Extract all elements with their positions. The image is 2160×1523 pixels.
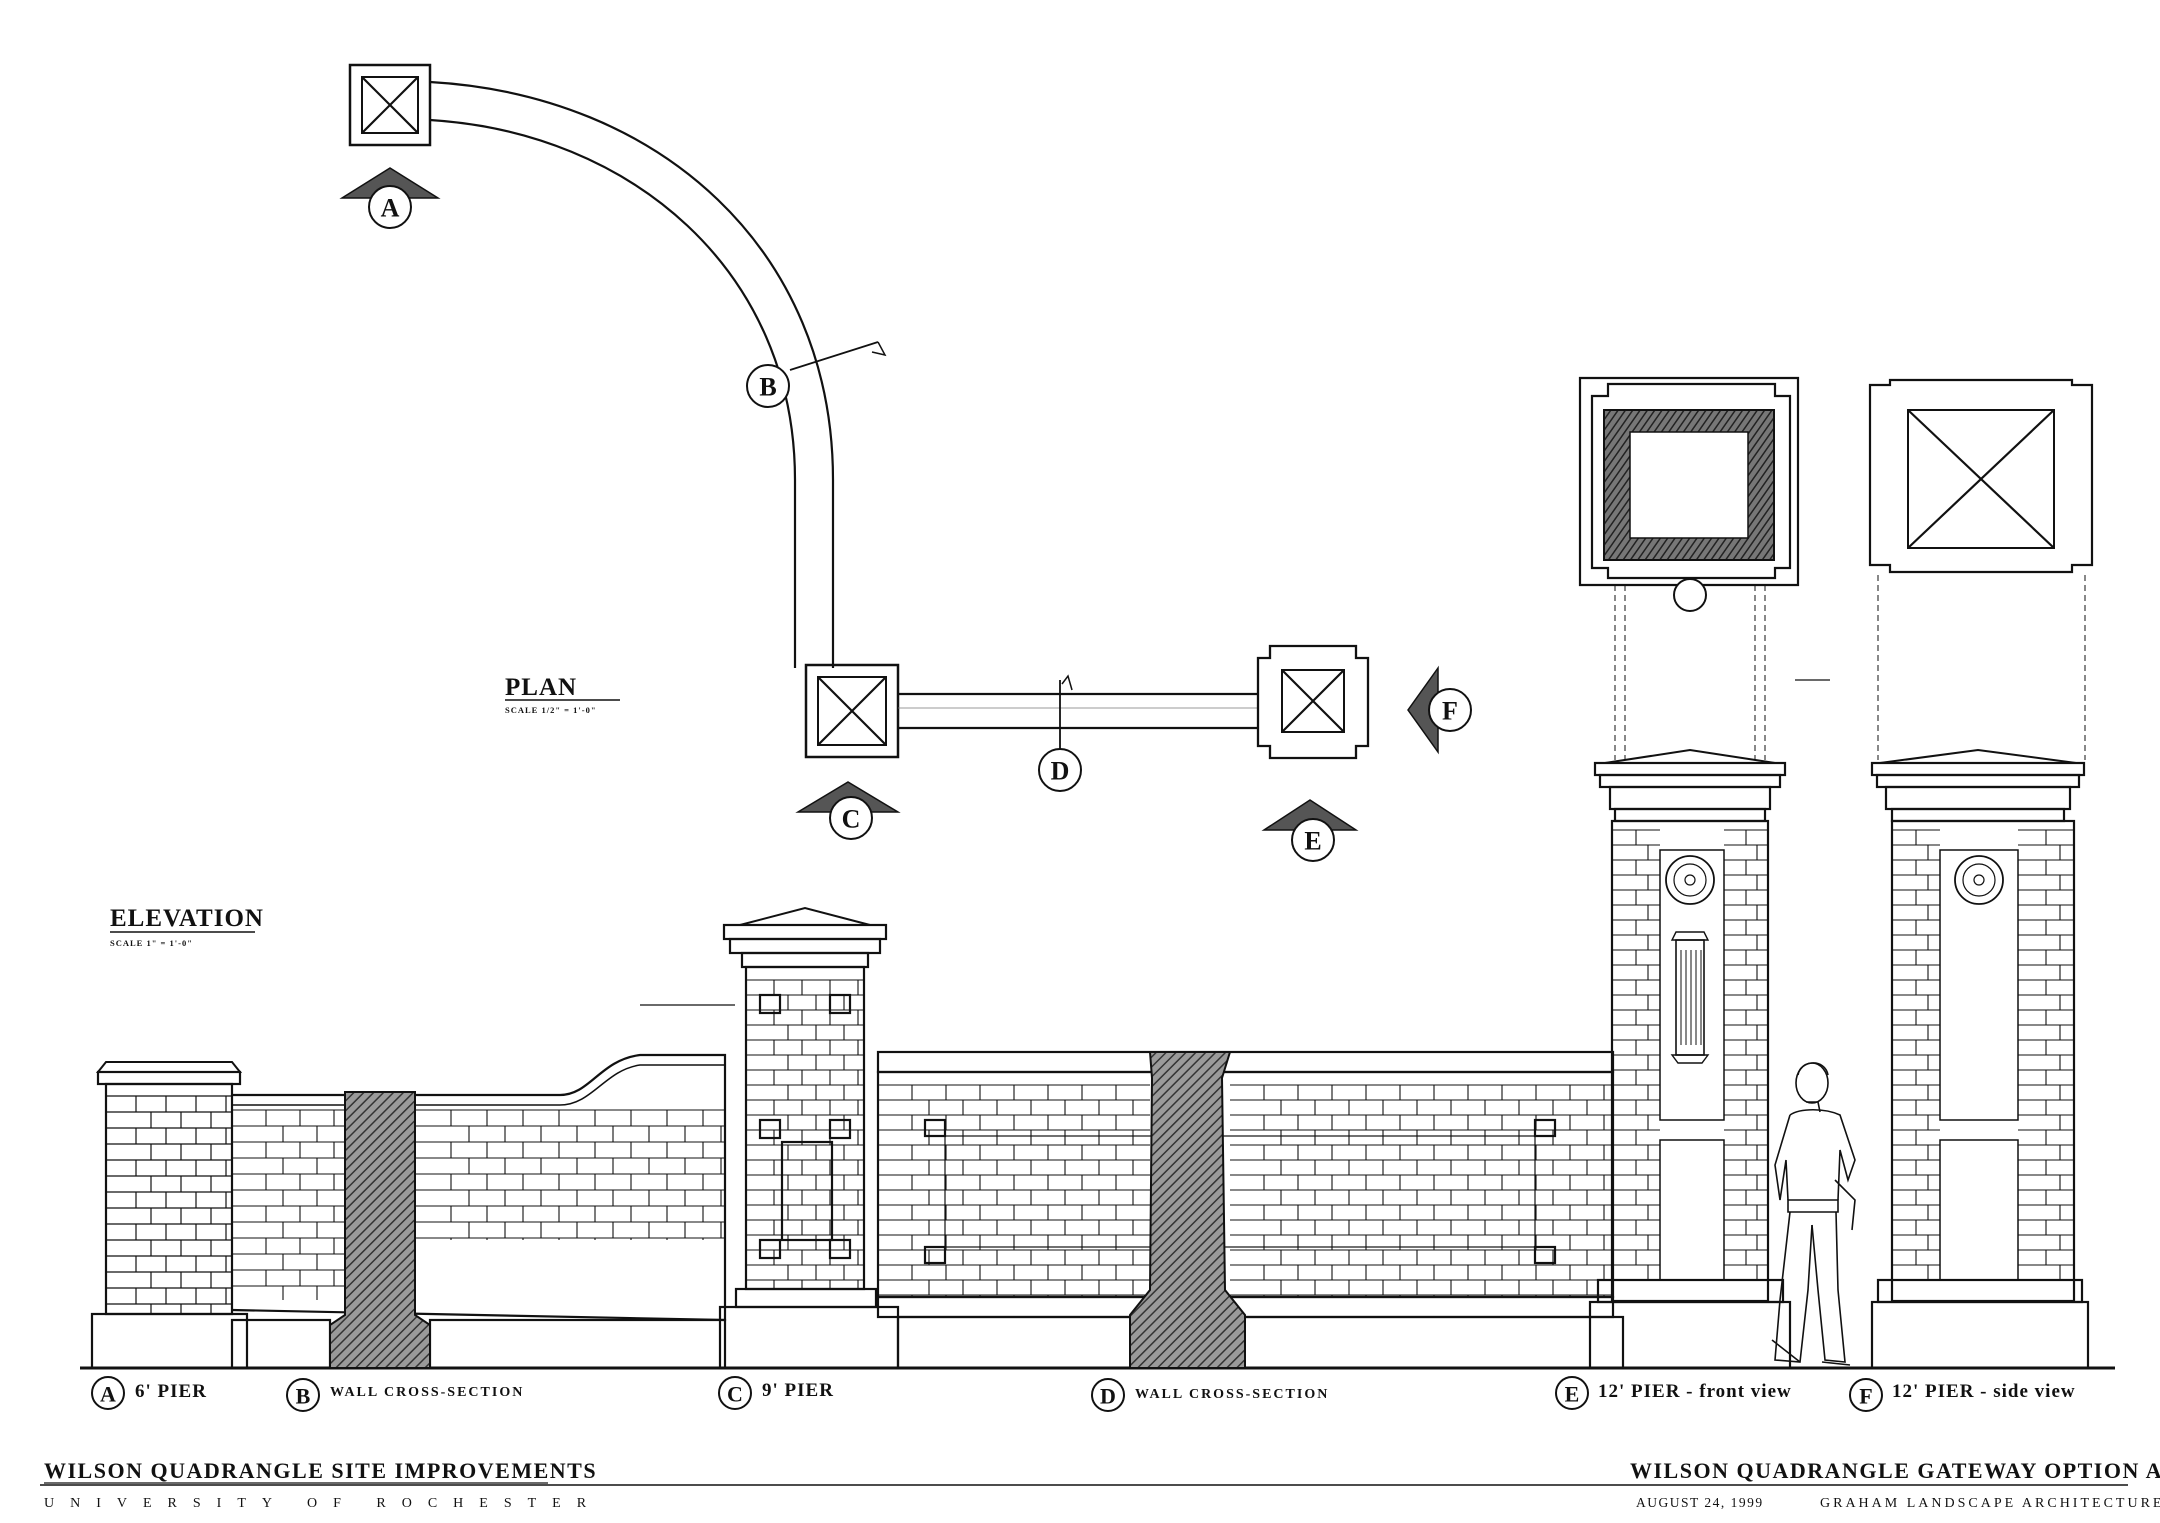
project-name: WILSON QUADRANGLE SITE IMPROVEMENTS <box>44 1458 597 1483</box>
elevation-title: ELEVATION <box>110 905 264 932</box>
plan-title: PLAN <box>505 674 577 701</box>
elevation-pier-e <box>1588 748 1792 1370</box>
label-12ft-pier-side: 12' PIER - side view <box>1892 1381 2076 1402</box>
elevation-pier-f <box>1870 748 2090 1370</box>
plan-title-block: PLAN SCALE 1/2" = 1'-0" <box>505 674 620 715</box>
elevation-label-d: D WALL CROSS-SECTION <box>1091 1378 1329 1412</box>
plan-pier-e <box>1256 644 1370 760</box>
svg-text:D: D <box>1100 1384 1116 1409</box>
pier-e-cap-plan <box>1578 376 1830 760</box>
scale-figure <box>1771 1062 1856 1366</box>
marker-a: A <box>381 194 400 223</box>
marker-d: D <box>1051 757 1070 786</box>
plan-pier-c <box>804 663 900 759</box>
firm-name: GRAHAM LANDSCAPE ARCHITECTURE <box>1820 1496 2160 1511</box>
elevation-view <box>80 748 2115 1370</box>
plan-pier-a <box>348 63 432 147</box>
sheet-date: AUGUST 24, 1999 <box>1636 1495 1764 1510</box>
marker-e: E <box>1304 827 1321 856</box>
elevation-wall-1 <box>230 1053 727 1370</box>
section-b-hatch <box>329 1091 431 1369</box>
elevation-scale: SCALE 1" = 1'-0" <box>110 938 193 948</box>
elevation-title-block: ELEVATION SCALE 1" = 1'-0" <box>110 905 264 948</box>
sheet-title-block: WILSON QUADRANGLE SITE IMPROVEMENTS UNIV… <box>40 1458 2160 1511</box>
label-9ft-pier: 9' PIER <box>762 1380 834 1401</box>
plan-view <box>339 63 1472 862</box>
client-name: UNIVERSITY OF ROCHESTER <box>44 1496 602 1511</box>
svg-text:E: E <box>1565 1382 1580 1407</box>
plan-curved-wall <box>429 80 835 668</box>
rosette-e <box>1665 855 1715 905</box>
label-6ft-pier: 6' PIER <box>135 1381 207 1402</box>
marker-c: C <box>842 805 861 834</box>
label-wall-section-b: WALL CROSS-SECTION <box>330 1385 524 1400</box>
elevation-label-e: E 12' PIER - front view <box>1555 1376 1792 1410</box>
plan-marker-labels: A B C D E F <box>381 194 1458 856</box>
svg-text:F: F <box>1859 1384 1872 1409</box>
elevation-wall-2 <box>640 1004 1625 1370</box>
elevation-pier-a <box>90 1061 249 1370</box>
svg-text:B: B <box>296 1384 311 1409</box>
label-wall-section-d: WALL CROSS-SECTION <box>1135 1387 1329 1402</box>
section-d-hatch <box>1129 1051 1246 1369</box>
rosette-f <box>1954 855 2004 905</box>
svg-text:C: C <box>727 1382 743 1407</box>
elevation-pier-c <box>718 906 900 1370</box>
elevation-label-a: A 6' PIER <box>91 1376 207 1410</box>
elevation-label-f: F 12' PIER - side view <box>1849 1378 2076 1412</box>
sheet-title: WILSON QUADRANGLE GATEWAY OPTION A <box>1630 1458 2160 1483</box>
elevation-labels: A 6' PIER B WALL CROSS-SECTION C 9' PIER… <box>91 1376 2076 1412</box>
pier-f-cap-plan <box>1868 378 2094 760</box>
marker-f: F <box>1442 697 1458 726</box>
label-12ft-pier-front: 12' PIER - front view <box>1598 1381 1792 1402</box>
marker-b: B <box>759 373 776 402</box>
elevation-label-c: C 9' PIER <box>718 1376 834 1410</box>
lantern-e <box>1675 939 1705 1056</box>
svg-text:A: A <box>100 1382 116 1407</box>
elevation-label-b: B WALL CROSS-SECTION <box>286 1378 524 1412</box>
plan-scale: SCALE 1/2" = 1'-0" <box>505 705 597 715</box>
